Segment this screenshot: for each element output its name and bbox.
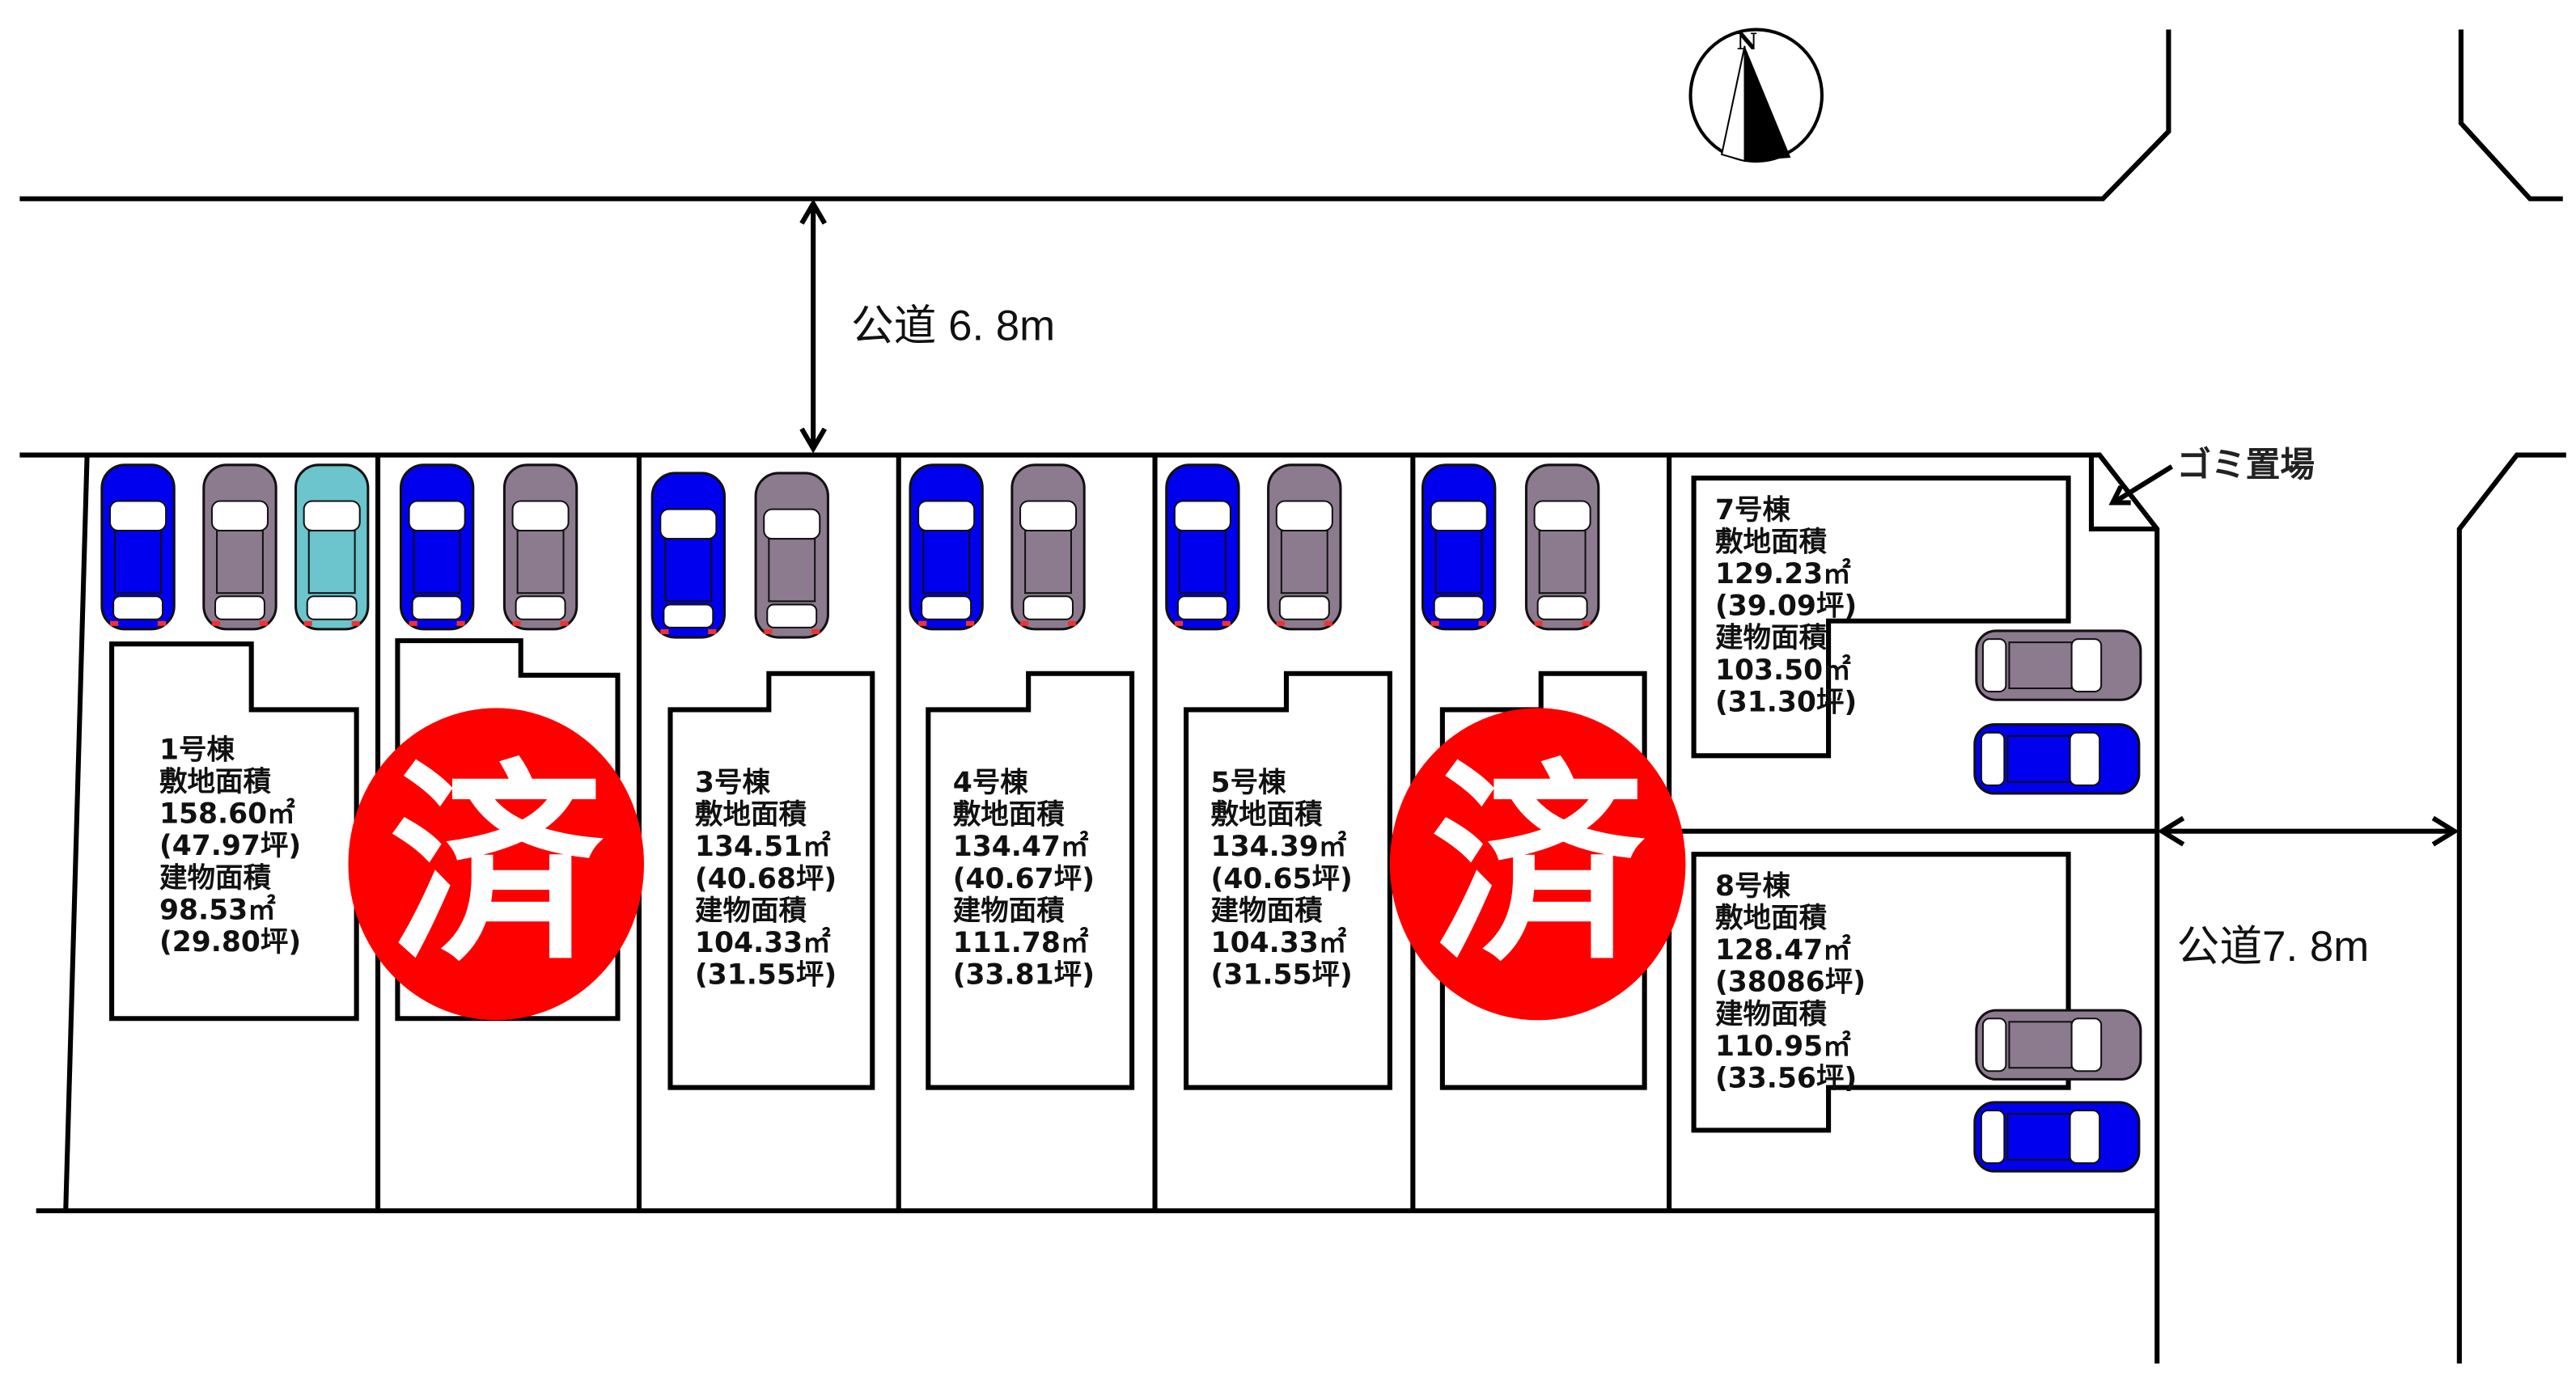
car-icon (202, 463, 278, 631)
car-icon (1975, 1009, 2142, 1081)
building-footprint-3 (667, 671, 875, 1090)
lot-bldg-area: 111.78㎡ (953, 927, 1089, 959)
sold-mark: 済 (1431, 742, 1648, 991)
lot-site-label: 敷地面積 (1715, 526, 1828, 558)
lot-site-area: 134.47㎡ (953, 831, 1089, 863)
lot-site-area: 134.39㎡ (1211, 831, 1347, 863)
compass-icon: N (1688, 28, 1824, 163)
east-road-edge (2456, 452, 2566, 1364)
car-icon (100, 463, 176, 631)
lot-bldg-label: 建物面積 (1211, 895, 1324, 927)
lot-info-7: 7号棟敷地面積129.23㎡(39.09坪)建物面積103.50㎡(31.30坪… (1715, 494, 1857, 719)
north-road-edge-right (2458, 29, 2563, 201)
lot-site-tsubo: (40.67坪) (953, 863, 1095, 895)
east-road-dimension (2157, 815, 2459, 847)
north-road-dimension (799, 198, 827, 454)
lot-info-5: 5号棟敷地面積134.39㎡(40.65坪)建物面積104.33㎡(31.55坪… (1211, 767, 1353, 992)
lot-site-area: 129.23㎡ (1715, 558, 1851, 590)
lot-site-tsubo: (38086坪) (1715, 967, 1866, 999)
lot-bldg-label: 建物面積 (695, 895, 807, 927)
building-footprint-5 (1184, 671, 1392, 1090)
building-footprint-8 (1691, 852, 2071, 1133)
compass-label: N (1736, 28, 1757, 55)
sold-badge-lot-2: 済 (348, 708, 644, 1021)
lot-bldg-tsubo: (33.81坪) (953, 959, 1095, 992)
lot-info-3: 3号棟敷地面積134.51㎡(40.68坪)建物面積104.33㎡(31.55坪… (695, 767, 837, 992)
garbage-label: ゴミ置場 (2177, 445, 2315, 485)
lot-bldg-tsubo: (31.55坪) (1211, 959, 1353, 992)
garbage-area (2088, 455, 2158, 532)
lot-title: 5号棟 (1211, 767, 1287, 799)
car-icon (1975, 629, 2142, 701)
lot-site-tsubo: (47.97坪) (159, 830, 301, 862)
lot-site-label: 敷地面積 (1211, 799, 1324, 831)
lot-bldg-area: 103.50㎡ (1715, 654, 1851, 687)
lot-title: 8号棟 (1715, 870, 1791, 903)
lot-title: 3号棟 (695, 767, 771, 799)
lot-info-4: 4号棟敷地面積134.47㎡(40.67坪)建物面積111.78㎡(33.81坪… (953, 767, 1095, 992)
lot-site-label: 敷地面積 (1715, 903, 1828, 935)
car-icon (1010, 463, 1086, 631)
lot-info-8: 8号棟敷地面積128.47㎡(38086坪)建物面積110.95㎡(33.56坪… (1715, 870, 1866, 1095)
car-icon (502, 463, 578, 631)
north-road-label: 公道 6. 8m (851, 302, 1055, 349)
car-icon (1421, 463, 1497, 631)
lot-bldg-label: 建物面積 (1715, 998, 1828, 1030)
car-icon (650, 472, 727, 639)
car-icon (1973, 723, 2141, 795)
lot-bldg-tsubo: (31.30坪) (1715, 686, 1857, 718)
building-footprint-4 (926, 671, 1135, 1090)
lot-bldg-area: 104.33㎡ (695, 927, 831, 959)
lot-left-boundary (63, 455, 90, 1211)
sold-badge-lot-6: 済 (1389, 708, 1686, 1021)
lot-title: 4号棟 (953, 767, 1029, 799)
lot-site-label: 敷地面積 (695, 799, 807, 831)
car-icon (399, 463, 475, 631)
lot-title: 1号棟 (159, 734, 235, 766)
car-icon (754, 472, 829, 639)
lot-site-area: 128.47㎡ (1715, 934, 1851, 967)
building-footprint-7 (1691, 475, 2071, 759)
building-footprint-1 (109, 641, 359, 1022)
lot-site-tsubo: (40.65坪) (1211, 863, 1353, 895)
lot-bldg-tsubo: (31.55坪) (695, 959, 837, 992)
lot-site-area: 134.51㎡ (695, 831, 831, 863)
lot-site-label: 敷地面積 (159, 766, 272, 798)
car-icon (1165, 463, 1240, 631)
lot-bldg-area: 98.53㎡ (159, 894, 276, 926)
lot-title: 7号棟 (1715, 494, 1791, 527)
lot-site-tsubo: (39.09坪) (1715, 590, 1857, 623)
north-road-edge (19, 29, 2171, 201)
lot-bldg-label: 建物面積 (1715, 622, 1828, 654)
car-icon (1524, 463, 1600, 631)
lot-bldg-label: 建物面積 (159, 862, 272, 895)
lot-bldg-area: 110.95㎡ (1715, 1030, 1851, 1063)
car-icon (909, 463, 984, 631)
sold-mark: 済 (389, 742, 606, 991)
lot-bldg-tsubo: (29.80坪) (159, 926, 301, 958)
car-icon (294, 463, 370, 631)
car-icon (1267, 463, 1342, 631)
lot-site-tsubo: (40.68坪) (695, 863, 837, 895)
east-road-label: 公道7. 8m (2177, 923, 2370, 971)
lot-bldg-area: 104.33㎡ (1211, 927, 1347, 959)
lot-site-label: 敷地面積 (953, 799, 1066, 831)
garbage-pointer-arrow (2108, 464, 2174, 506)
lot-site-area: 158.60㎡ (159, 798, 295, 831)
car-icon (1973, 1101, 2141, 1173)
lot-bldg-tsubo: (33.56坪) (1715, 1063, 1857, 1095)
lot-bldg-label: 建物面積 (953, 895, 1066, 927)
